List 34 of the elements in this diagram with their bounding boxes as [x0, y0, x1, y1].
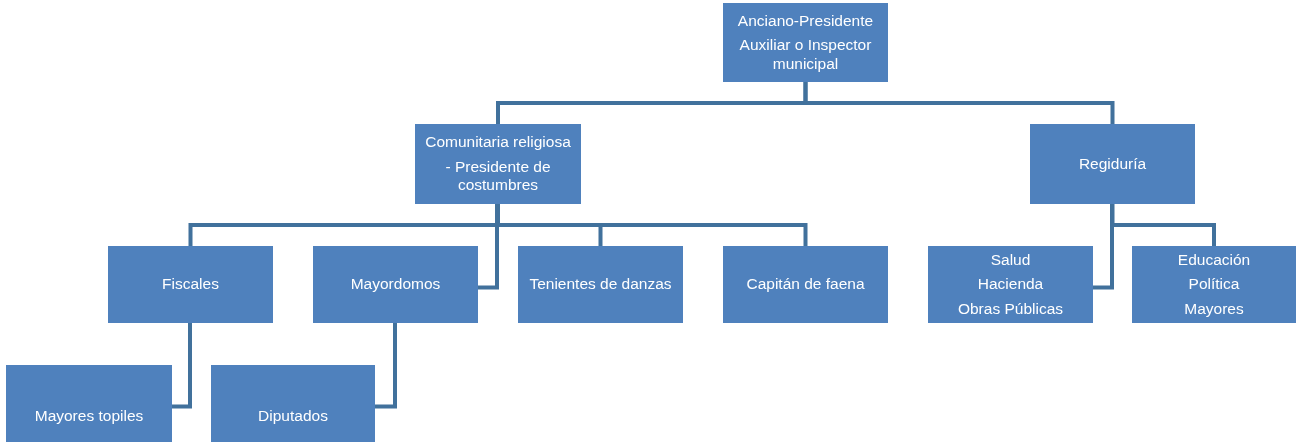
box-label: Hacienda: [977, 275, 1044, 294]
box-label: Regiduría: [1078, 154, 1147, 174]
box-label: - Presidente de costumbres: [444, 157, 552, 195]
box-label: Mayordomos: [350, 275, 441, 294]
box-label: Política: [1188, 275, 1240, 294]
connector-line: [172, 323, 192, 409]
org-box: [518, 246, 683, 323]
connector-line: [1110, 204, 1216, 246]
box-label: Auxiliar o Inspector municipal: [738, 36, 873, 74]
connector-line: [375, 323, 397, 409]
connector-line: [1093, 204, 1114, 290]
org-box: [1132, 246, 1296, 323]
box-label: Educación: [1177, 250, 1251, 270]
box-label: Diputados: [258, 407, 328, 426]
org-box: [6, 365, 172, 442]
box-label: Obras Públicas: [957, 299, 1064, 319]
org-box: [313, 246, 478, 323]
box-label: Fiscales: [162, 275, 219, 294]
box-label: Mayores: [1184, 299, 1244, 319]
org-box: [211, 365, 375, 442]
org-box: [723, 246, 888, 323]
org-box: [415, 124, 581, 204]
org-box: [1030, 124, 1195, 204]
box-label: Mayores topiles: [34, 407, 144, 426]
box-label: Capitán de faena: [746, 275, 865, 294]
connector-line: [478, 204, 499, 290]
box-label: Tenientes de danzas: [529, 275, 672, 294]
box-label: Comunitaria religiosa: [425, 133, 571, 152]
box-label: Salud: [990, 250, 1031, 270]
org-box: [928, 246, 1093, 323]
box-label: Anciano-Presidente: [737, 11, 874, 31]
connector-line: [803, 82, 1115, 124]
org-box: [723, 3, 888, 82]
org-box: [108, 246, 273, 323]
